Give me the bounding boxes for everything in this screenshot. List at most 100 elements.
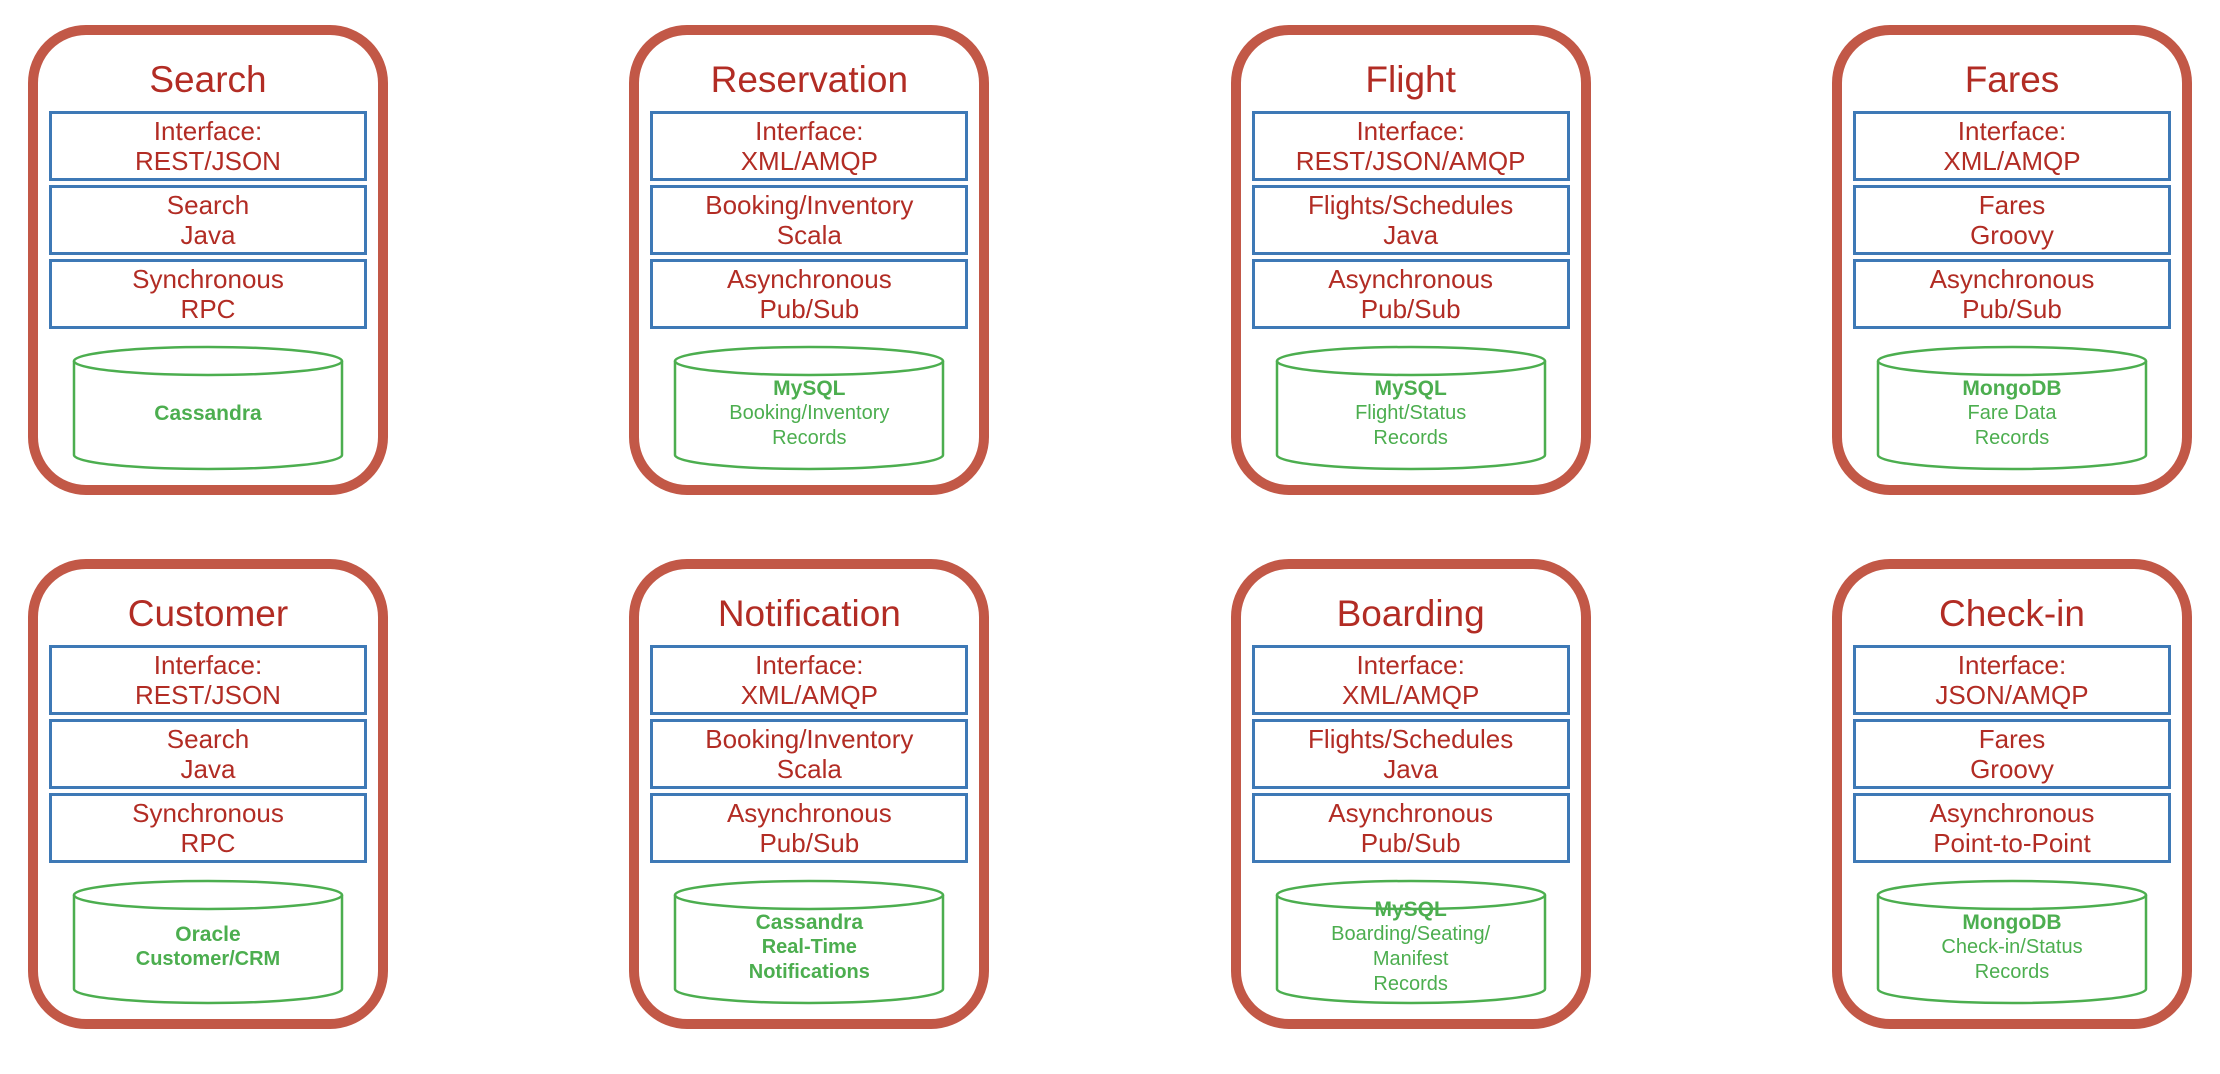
database-desc-line: Fare Data	[1967, 401, 2057, 424]
box-line: XML/AMQP	[740, 680, 878, 710]
box-line: Interface:	[1957, 116, 2067, 146]
messaging-box: Synchronous RPC	[49, 259, 367, 329]
database: Oracle Customer/CRM	[72, 879, 344, 1005]
box-line: XML/AMQP	[740, 146, 878, 176]
box-line: XML/AMQP	[1342, 680, 1480, 710]
box-line: Interface:	[755, 650, 864, 680]
database-desc-line: Real-Time	[761, 935, 857, 958]
service-card-flight: Flight Interface: REST/JSON/AMQP Flights…	[1230, 25, 1591, 495]
interface-box: Interface: REST/JSON	[49, 645, 367, 715]
service-card-checkin: Check-in Interface: JSON/AMQP Fares Groo…	[1831, 559, 2192, 1029]
diagram-row-top: Search Interface: REST/JSON Search Java …	[28, 25, 2192, 495]
box-line: Booking/Inventory	[705, 190, 914, 220]
messaging-box: Synchronous RPC	[49, 793, 367, 863]
component-box: Search Java	[49, 719, 367, 789]
database-cylinder-icon	[674, 879, 945, 1005]
box-line: Search	[166, 724, 250, 754]
messaging-box: Asynchronous Pub/Sub	[1852, 259, 2171, 329]
database-name: Cassandra	[755, 910, 864, 934]
database-label: Cassandra Real-Time Notifications	[673, 893, 945, 1001]
box-line: Groovy	[1970, 754, 2054, 784]
box-line: Point-to-Point	[1933, 828, 2091, 858]
database: MySQL Boarding/Seating/ Manifest Records	[1275, 879, 1547, 1005]
database-label: Oracle Customer/CRM	[72, 893, 344, 1001]
box-line: Synchronous	[132, 264, 284, 294]
database-desc-line: Boarding/Seating/	[1331, 923, 1491, 945]
database-name: MySQL	[1374, 898, 1447, 921]
messaging-box: Asynchronous Pub/Sub	[1251, 793, 1570, 863]
box-stack: Interface: REST/JSON Search Java Synchro…	[49, 645, 367, 863]
box-line: REST/JSON	[135, 146, 281, 176]
database-name: MongoDB	[1962, 910, 2062, 934]
box-line: REST/JSON/AMQP	[1295, 146, 1526, 176]
box-line: REST/JSON	[135, 680, 281, 710]
box-line: Asynchronous	[726, 264, 892, 294]
messaging-box: Asynchronous Pub/Sub	[650, 793, 969, 863]
box-line: Java	[1383, 754, 1439, 784]
box-line: Java	[180, 754, 236, 784]
database-cylinder-icon	[1876, 879, 2148, 1005]
service-card-boarding: Boarding Interface: XML/AMQP Flights/Sch…	[1230, 559, 1591, 1029]
box-line: Interface:	[1957, 650, 2067, 680]
database-label: MongoDB Check-in/Status Records	[1876, 893, 2148, 1001]
box-stack: Interface: XML/AMQP Booking/Inventory Sc…	[650, 111, 969, 329]
component-box: Fares Groovy	[1852, 719, 2171, 789]
box-line: Asynchronous	[1929, 264, 2095, 294]
box-line: Interface:	[755, 116, 864, 146]
database-name: MySQL	[1374, 376, 1447, 400]
card-title: Flight	[1365, 59, 1456, 100]
card-title: Check-in	[1938, 593, 2085, 634]
box-line: Pub/Sub	[759, 294, 860, 324]
box-line: Pub/Sub	[1360, 828, 1461, 858]
component-box: Search Java	[49, 185, 367, 255]
service-card-customer: Customer Interface: REST/JSON Search Jav…	[28, 559, 388, 1029]
database-desc-line: Flight/Status	[1355, 401, 1467, 424]
box-line: Interface:	[1356, 116, 1465, 146]
card-title: Boarding	[1336, 593, 1485, 634]
database-cylinder-icon	[674, 345, 945, 471]
box-stack: Interface: XML/AMQP Flights/Schedules Ja…	[1251, 645, 1570, 863]
box-line: Interface:	[153, 650, 263, 680]
database-desc-line: Records	[1974, 960, 2050, 983]
component-box: Booking/Inventory Scala	[650, 185, 969, 255]
box-line: Fares	[1978, 190, 2046, 220]
card-title: Notification	[717, 593, 901, 634]
box-line: Fares	[1978, 724, 2046, 754]
database-name: Cassandra	[154, 401, 262, 425]
box-stack: Interface: JSON/AMQP Fares Groovy Asynch…	[1852, 645, 2171, 863]
database-label: MySQL Booking/Inventory Records	[673, 359, 945, 467]
database-label: MySQL Flight/Status Records	[1275, 359, 1547, 467]
box-line: Search	[166, 190, 250, 220]
database-desc-line: Records	[1974, 426, 2050, 449]
database-desc-line: Notifications	[748, 960, 870, 983]
interface-box: Interface: XML/AMQP	[1251, 645, 1570, 715]
database-cylinder-icon	[1876, 345, 2148, 471]
box-line: Scala	[776, 754, 842, 784]
box-line: Flights/Schedules	[1308, 724, 1514, 754]
database-desc-line: Manifest	[1372, 948, 1449, 970]
component-box: Fares Groovy	[1852, 185, 2171, 255]
database-desc-line: Customer/CRM	[135, 948, 281, 970]
box-stack: Interface: XML/AMQP Booking/Inventory Sc…	[650, 645, 969, 863]
database-desc-line: Records	[772, 426, 847, 449]
component-box: Flights/Schedules Java	[1251, 185, 1570, 255]
box-line: JSON/AMQP	[1935, 680, 2089, 710]
component-box: Booking/Inventory Scala	[650, 719, 969, 789]
service-card-reservation: Reservation Interface: XML/AMQP Booking/…	[629, 25, 990, 495]
box-line: Interface:	[153, 116, 263, 146]
interface-box: Interface: XML/AMQP	[1852, 111, 2171, 181]
box-line: XML/AMQP	[1943, 146, 2081, 176]
database: MongoDB Check-in/Status Records	[1876, 879, 2148, 1005]
database-desc-line: Booking/Inventory	[729, 401, 890, 424]
card-title: Fares	[1964, 59, 2060, 100]
box-stack: Interface: XML/AMQP Fares Groovy Asynchr…	[1852, 111, 2171, 329]
box-line: Asynchronous	[1328, 798, 1494, 828]
box-stack: Interface: REST/JSON Search Java Synchro…	[49, 111, 367, 329]
database-desc-line: Check-in/Status	[1941, 935, 2083, 958]
database-name: MongoDB	[1962, 376, 2062, 400]
component-box: Flights/Schedules Java	[1251, 719, 1570, 789]
database-cylinder-icon	[1275, 879, 1546, 1005]
box-line: Flights/Schedules	[1308, 190, 1514, 220]
interface-box: Interface: REST/JSON	[49, 111, 367, 181]
